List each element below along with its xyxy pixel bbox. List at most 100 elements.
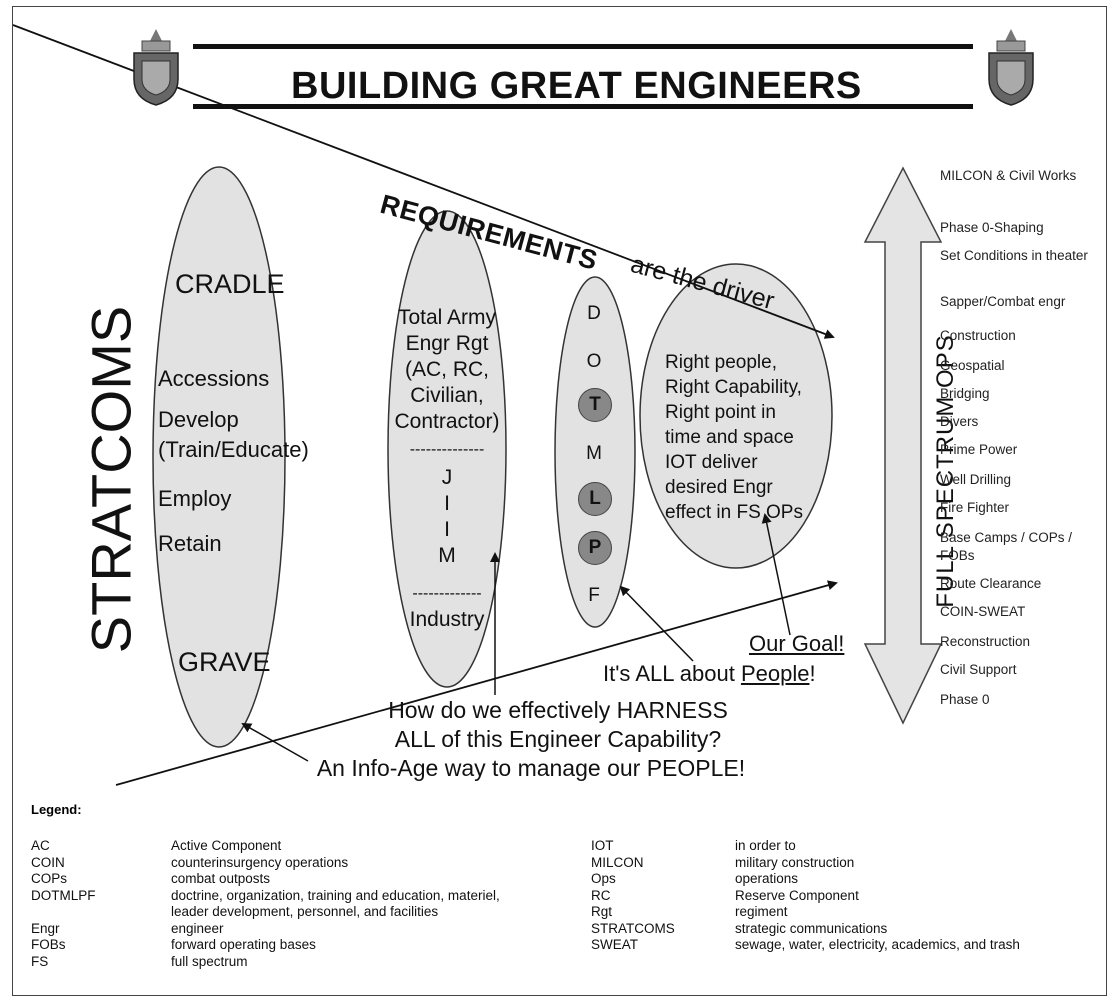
army-line-4: Civilian, bbox=[410, 384, 484, 407]
operation-item: Phase 0 bbox=[940, 692, 990, 707]
people-word: People bbox=[740, 661, 810, 686]
dotmlpf-p: P bbox=[588, 537, 602, 558]
legend-abbreviation: COPs bbox=[31, 871, 68, 886]
full-spectrum-double-arrow bbox=[863, 166, 943, 725]
operation-item: Prime Power bbox=[940, 442, 1018, 457]
slide: BUILDING GREAT ENGINEERS STRATCOMS CRADL… bbox=[12, 6, 1107, 996]
engineer-crest-icon-right bbox=[988, 29, 1034, 106]
cradle-item-retain: Retain bbox=[158, 531, 222, 556]
operation-item: Base Camps / COPs / FOBs bbox=[940, 530, 1073, 563]
dotmlpf-p-highlight: P bbox=[578, 531, 612, 565]
goal-line-5: IOT deliver bbox=[665, 452, 758, 473]
cradle-label: CRADLE bbox=[175, 269, 285, 299]
cradle-item-train-educate: (Train/Educate) bbox=[158, 437, 309, 462]
legend-definition: combat outposts bbox=[171, 871, 271, 886]
operation-item: Phase 0-Shaping bbox=[940, 220, 1044, 235]
operation-item: Bridging bbox=[940, 386, 990, 401]
dotmlpf-t: T bbox=[589, 394, 601, 415]
legend-abbreviation: SWEAT bbox=[591, 937, 638, 952]
grave-label: GRAVE bbox=[178, 647, 271, 677]
legend-definition: in order to bbox=[735, 838, 796, 853]
legend-definition: Active Component bbox=[171, 838, 282, 853]
people-prefix: It's ALL about bbox=[603, 661, 741, 686]
title-bar-bottom bbox=[193, 104, 973, 109]
operation-item: Reconstruction bbox=[940, 634, 1031, 649]
jiim-letter-i1: I bbox=[444, 492, 450, 515]
goal-line-4: time and space bbox=[665, 427, 794, 448]
legend-abbreviation: FOBs bbox=[31, 937, 66, 952]
operation-item: Fire Fighter bbox=[940, 500, 1010, 515]
pointer-to-cradle bbox=[241, 723, 309, 762]
page-title: BUILDING GREAT ENGINEERS bbox=[291, 65, 862, 107]
goal-line-2: Right Capability, bbox=[665, 377, 802, 398]
cradle-oval bbox=[152, 166, 286, 748]
our-goal-label: Our Goal! bbox=[749, 631, 845, 656]
legend-abbreviation: COIN bbox=[31, 854, 65, 870]
legend-definition: regiment bbox=[735, 904, 788, 919]
legend-definition: forward operating bases bbox=[171, 937, 316, 952]
dotmlpf-o: O bbox=[586, 351, 602, 372]
legend-abbreviation: RC bbox=[591, 887, 611, 903]
operation-item: Civil Support bbox=[940, 662, 1017, 677]
dotmlpf-l-highlight: L bbox=[578, 482, 612, 516]
legend-abbreviation: Ops bbox=[591, 871, 616, 886]
jiim-letter-m: M bbox=[438, 544, 456, 567]
harness-line-2: ALL of this Engineer Capability? bbox=[394, 726, 722, 752]
people-suffix: ! bbox=[809, 661, 816, 686]
pointer-to-goal-oval bbox=[761, 513, 791, 636]
people-callout: It's ALL about People! bbox=[603, 661, 816, 687]
legend-definition: strategic communications bbox=[735, 920, 888, 936]
goal-line-7: effect in FS OPs bbox=[665, 502, 803, 523]
goal-oval bbox=[639, 263, 833, 569]
cradle-item-employ: Employ bbox=[158, 486, 232, 511]
legend-abbreviation: FS bbox=[31, 953, 49, 969]
legend-title: Legend: bbox=[31, 802, 82, 817]
operation-item: COIN-SWEAT bbox=[940, 604, 1026, 619]
dotmlpf-m: M bbox=[586, 443, 602, 464]
legend-definition: sewage, water, electricity, academics, a… bbox=[735, 937, 1020, 952]
legend-definition: doctrine, organization, training and edu… bbox=[171, 887, 500, 903]
goal-line-6: desired Engr bbox=[665, 477, 773, 498]
army-dashes-2: ------------- bbox=[412, 585, 482, 602]
army-line-3: (AC, RC, bbox=[405, 358, 489, 381]
info-age-line: An Info-Age way to manage our PEOPLE! bbox=[316, 755, 746, 781]
operation-item: Construction bbox=[940, 328, 1016, 343]
cradle-item-accessions: Accessions bbox=[158, 366, 270, 391]
legend-definition: leader development, personnel, and facil… bbox=[171, 904, 439, 919]
bottom-funnel-line bbox=[115, 580, 838, 786]
engineer-crest-icon bbox=[133, 29, 179, 106]
operation-item: Geospatial bbox=[940, 358, 1005, 373]
harness-line-1: How do we effectively HARNESS bbox=[388, 697, 728, 723]
legend-abbreviation: DOTMLPF bbox=[31, 887, 96, 903]
legend-definition: Reserve Component bbox=[735, 887, 859, 903]
industry-label: Industry bbox=[409, 608, 485, 631]
army-line-2: Engr Rgt bbox=[405, 332, 489, 355]
army-dashes-1: -------------- bbox=[409, 441, 485, 458]
dotmlpf-l: L bbox=[589, 488, 601, 509]
operation-item: Divers bbox=[940, 414, 979, 429]
army-line-1: Total Army bbox=[397, 306, 497, 329]
dotmlpf-f: F bbox=[588, 585, 600, 606]
dotmlpf-d: D bbox=[587, 303, 601, 324]
title-bar-top bbox=[193, 44, 973, 49]
legend-abbreviation: MILCON bbox=[591, 854, 644, 870]
stratcoms-label: STRATCOMS bbox=[79, 305, 143, 654]
legend-definition: full spectrum bbox=[171, 953, 248, 969]
legend-definition: operations bbox=[735, 871, 799, 886]
army-oval bbox=[387, 210, 507, 688]
cradle-item-develop: Develop bbox=[158, 407, 239, 432]
operation-item: Set Conditions in theater bbox=[940, 248, 1088, 263]
legend-abbreviation: IOT bbox=[591, 838, 614, 853]
legend-definition: engineer bbox=[171, 920, 224, 936]
dotmlpf-t-highlight: T bbox=[578, 388, 612, 422]
legend-abbreviation: Rgt bbox=[591, 904, 613, 919]
pointer-to-dotmlpf bbox=[619, 585, 694, 662]
legend-definition: counterinsurgency operations bbox=[171, 854, 349, 870]
diagram-shapes bbox=[13, 24, 943, 786]
goal-line-1: Right people, bbox=[665, 352, 777, 373]
jiim-letter-i2: I bbox=[444, 518, 450, 541]
army-line-5: Contractor) bbox=[394, 410, 500, 433]
dotmlpf-oval bbox=[554, 276, 636, 628]
jiim-letter-j: J bbox=[441, 466, 453, 489]
legend-abbreviation: STRATCOMS bbox=[591, 920, 675, 936]
